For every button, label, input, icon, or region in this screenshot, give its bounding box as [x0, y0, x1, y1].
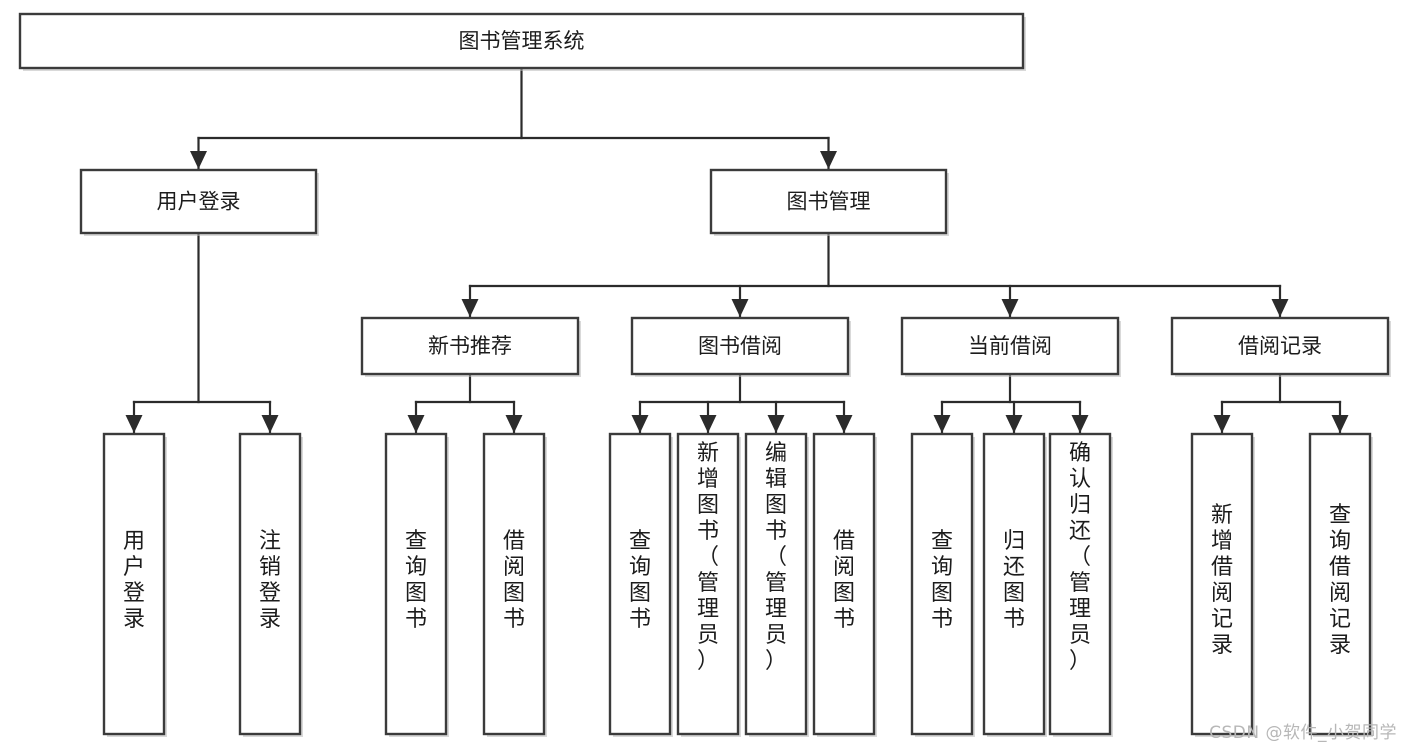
node-new-book-rec[interactable]: 新书推荐: [360, 316, 581, 377]
node-label: 用户登录: [157, 190, 241, 214]
node-leaf-confirm-return[interactable]: 确认归还（管理员）: [1048, 432, 1113, 737]
node-box[interactable]: [1190, 432, 1254, 736]
node-box[interactable]: [360, 316, 580, 376]
node-label: 图书管理系统: [459, 29, 585, 53]
node-leaf-borrow-book-2[interactable]: 借阅图书: [812, 432, 877, 737]
node-box[interactable]: [630, 316, 850, 376]
node-label: 图书借阅: [698, 334, 782, 358]
node-label: 查询借阅记录: [1329, 503, 1351, 658]
node-label: 新书推荐: [428, 334, 512, 358]
node-leaf-add-book[interactable]: 新增图书（管理员）: [676, 432, 741, 737]
node-label: 查询图书: [629, 529, 651, 632]
node-root[interactable]: 图书管理系统: [18, 12, 1026, 71]
node-box[interactable]: [982, 432, 1046, 736]
node-label: 图书管理: [787, 190, 871, 214]
node-box[interactable]: [812, 432, 876, 736]
node-box[interactable]: [18, 12, 1025, 70]
node-box[interactable]: [910, 432, 974, 736]
node-box[interactable]: [1308, 432, 1372, 736]
node-box[interactable]: [79, 168, 318, 235]
node-current-borrow[interactable]: 当前借阅: [900, 316, 1121, 377]
node-label: 新增借阅记录: [1211, 503, 1233, 658]
nodes-layer: 图书管理系统用户登录图书管理新书推荐图书借阅当前借阅借阅记录用户登录注销登录查询…: [18, 12, 1391, 737]
node-box[interactable]: [1048, 432, 1112, 736]
node-label: 注销登录: [259, 529, 281, 632]
node-leaf-query-record[interactable]: 查询借阅记录: [1308, 432, 1373, 737]
node-leaf-add-record[interactable]: 新增借阅记录: [1190, 432, 1255, 737]
node-box[interactable]: [900, 316, 1120, 376]
node-label: 用户登录: [123, 529, 145, 632]
node-leaf-edit-book[interactable]: 编辑图书（管理员）: [744, 432, 809, 737]
node-leaf-borrow-book-1[interactable]: 借阅图书: [482, 432, 547, 737]
node-borrow-record[interactable]: 借阅记录: [1170, 316, 1391, 377]
node-box[interactable]: [608, 432, 672, 736]
node-label: 借阅图书: [833, 529, 855, 632]
node-book-admin[interactable]: 图书管理: [709, 168, 949, 236]
node-label: 查询图书: [931, 529, 953, 632]
node-leaf-user-logout[interactable]: 注销登录: [238, 432, 303, 737]
watermark-label: CSDN @软件_小贺同学: [1209, 723, 1397, 743]
node-label: 查询图书: [405, 529, 427, 632]
node-leaf-query-book-3[interactable]: 查询图书: [910, 432, 975, 737]
node-user-login[interactable]: 用户登录: [79, 168, 319, 236]
node-label: 归还图书: [1003, 529, 1025, 632]
node-leaf-query-book-2[interactable]: 查询图书: [608, 432, 673, 737]
node-label: 借阅记录: [1238, 334, 1322, 358]
node-box[interactable]: [744, 432, 808, 736]
node-box[interactable]: [709, 168, 948, 235]
node-label: 借阅图书: [503, 529, 525, 632]
node-box[interactable]: [238, 432, 302, 736]
node-box[interactable]: [1170, 316, 1390, 376]
node-box[interactable]: [482, 432, 546, 736]
node-leaf-query-book-1[interactable]: 查询图书: [384, 432, 449, 737]
node-label: 新增图书（管理员）: [697, 441, 719, 674]
node-label: 确认归还（管理员）: [1069, 441, 1091, 674]
node-box[interactable]: [384, 432, 448, 736]
edges-layer: [125, 66, 1349, 434]
node-label: 编辑图书（管理员）: [765, 441, 787, 674]
node-box[interactable]: [676, 432, 740, 736]
node-box[interactable]: [102, 432, 166, 736]
node-leaf-return-book[interactable]: 归还图书: [982, 432, 1047, 737]
node-leaf-user-login[interactable]: 用户登录: [102, 432, 167, 737]
node-book-borrow[interactable]: 图书借阅: [630, 316, 851, 377]
node-label: 当前借阅: [968, 334, 1052, 358]
